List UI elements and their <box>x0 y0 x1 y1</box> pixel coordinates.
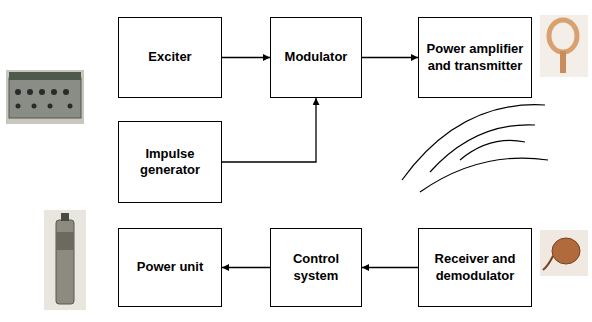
box-label: Exciter <box>148 49 191 65</box>
process-box: Modulator <box>270 17 362 98</box>
capsule-body <box>552 238 580 264</box>
coil-photo <box>540 15 588 77</box>
process-box: Power unit <box>118 228 222 307</box>
coil-stem <box>560 51 566 73</box>
capsule-wire <box>543 256 553 270</box>
box-label: Power amplifier and transmitter <box>425 41 525 74</box>
box-label: Impulse generator <box>125 146 215 179</box>
flow-arrow <box>222 98 316 162</box>
device-top <box>9 72 81 80</box>
flow-arrow <box>362 57 418 58</box>
exciter-photo <box>6 70 84 124</box>
cylinder-photo <box>44 210 86 310</box>
cylinder-band <box>56 232 74 250</box>
process-box: Exciter <box>118 17 222 98</box>
capsule-photo <box>540 230 588 276</box>
flow-arrow <box>222 267 270 268</box>
photo-background <box>540 15 588 77</box>
device-knobs <box>15 89 73 109</box>
box-label: Receiver and demodulator <box>425 251 525 284</box>
cylinder-cap <box>61 213 69 221</box>
process-box: Control system <box>270 228 362 307</box>
process-box: Impulse generator <box>118 121 222 203</box>
process-box: Power amplifier and transmitter <box>418 17 532 98</box>
box-label: Modulator <box>285 49 348 65</box>
device-body <box>9 78 81 118</box>
flow-arrow <box>222 57 270 58</box>
coil-loop <box>549 20 577 52</box>
photo-background <box>6 70 84 124</box>
photo-background <box>44 210 86 310</box>
box-label: Control system <box>277 251 355 284</box>
photo-background <box>540 230 588 276</box>
radio-waves <box>402 105 548 192</box>
process-box: Receiver and demodulator <box>418 228 532 307</box>
flow-arrow <box>362 267 418 268</box>
box-label: Power unit <box>137 259 203 275</box>
cylinder-body <box>56 220 74 304</box>
